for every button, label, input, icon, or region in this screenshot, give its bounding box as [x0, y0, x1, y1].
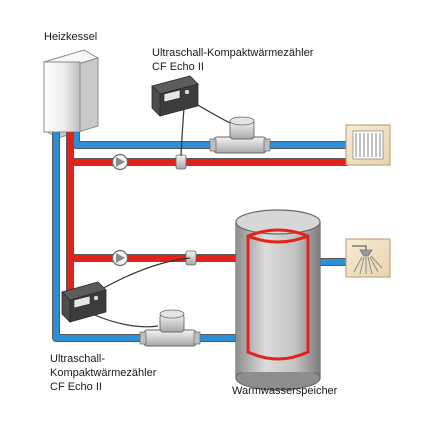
radiator	[345, 124, 391, 166]
boiler	[42, 49, 100, 139]
hot-water-tank	[235, 209, 321, 391]
label-meter-bottom-line2: Kompaktwärmezähler	[50, 367, 157, 379]
shower	[345, 238, 391, 278]
label-meter-top-line2: CF Echo II	[152, 61, 204, 73]
label-meter-bottom-line1: Ultraschall-	[50, 353, 106, 365]
heat-meter-lower	[61, 257, 201, 347]
pump-upper	[111, 153, 129, 171]
temp-sensor-upper	[175, 154, 187, 170]
heat-meter-upper	[151, 75, 271, 157]
label-meter-bottom-line3: CF Echo II	[50, 381, 102, 393]
label-boiler: Heizkessel	[44, 31, 98, 43]
label-tank: Warmwasserspeicher	[232, 385, 338, 397]
label-meter-top-line1: Ultraschall-Kompaktwärmezähler	[152, 47, 314, 59]
pump-lower	[111, 249, 129, 267]
